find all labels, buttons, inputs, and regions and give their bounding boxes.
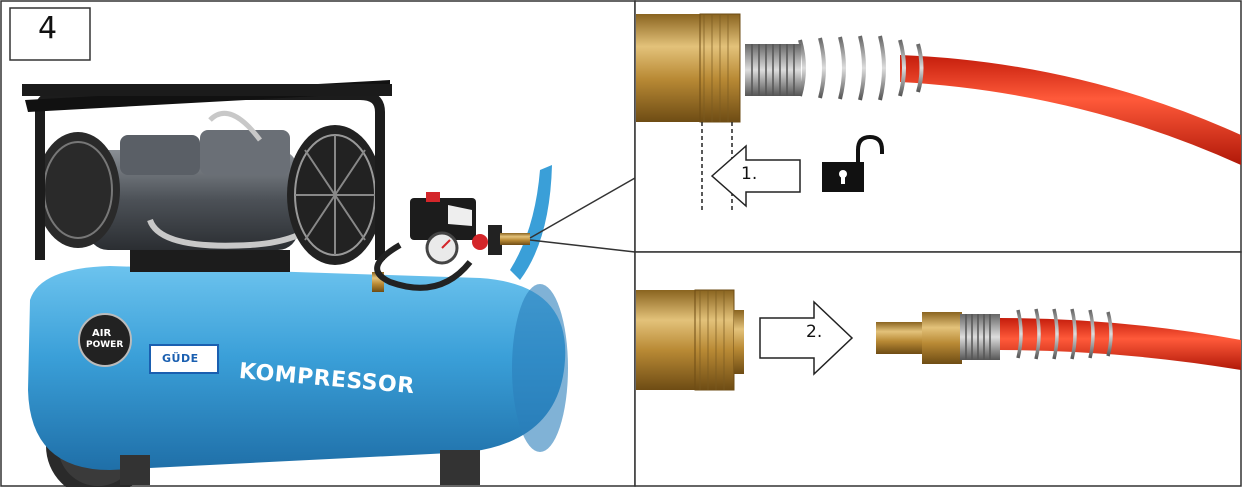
brand-plate [149,344,219,374]
badge-text-top: AIR [92,328,112,339]
zoom-line-top [529,177,636,239]
step1-panel [634,0,1242,253]
arrow2-label: 2. [806,322,823,342]
brand-label: GÜDE [162,352,199,365]
spring-guard [798,35,924,101]
left-arrow-icon [710,144,801,208]
arrow1-label: 1. [741,164,758,184]
step2-panel [634,251,1242,487]
zoom-line-bottom [529,239,636,253]
badge-text-bottom: POWER [86,340,124,350]
compressor-image [22,80,568,487]
step-number: 4 [38,11,58,46]
hose-red-2 [1000,318,1241,370]
air-power-badge [78,313,132,367]
compressor-panel [0,0,636,487]
unlocked-padlock-icon [822,134,884,192]
spring-guard-2 [1016,308,1113,360]
hose-red [900,55,1241,165]
step-number-box [9,7,91,61]
right-arrow-icon [759,300,854,376]
plug-nipple [876,322,924,354]
